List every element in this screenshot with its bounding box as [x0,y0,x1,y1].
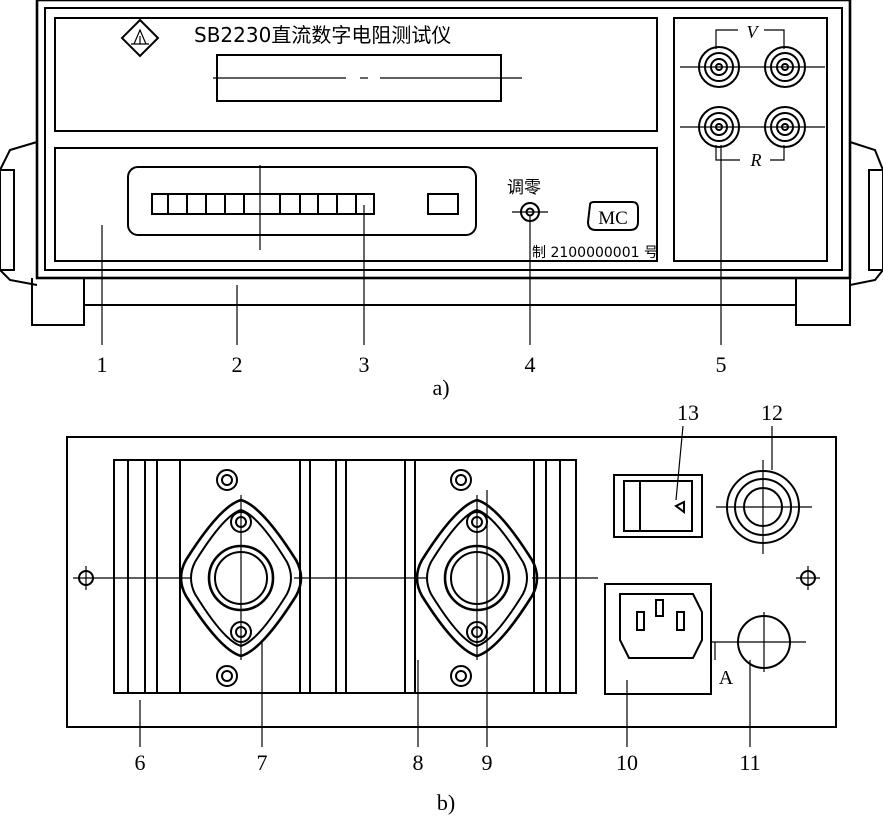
caption-a: a) [432,375,449,400]
instrument-title: SB2230直流数字电阻测试仪 [194,23,451,47]
logo-diamond-icon [120,18,160,58]
voltage-terminal-label: V [747,22,760,42]
left-handle-grip [0,169,15,271]
rocker-switch-frame [613,474,703,538]
callout-8: 8 [413,750,424,775]
callout-3: 3 [359,352,370,377]
left-handle [0,141,38,286]
callout-9: 9 [482,750,493,775]
callout-10: 10 [616,750,638,775]
callout-2: 2 [232,352,243,377]
right-handle-grip [868,169,883,271]
rocker-switch-inner [623,480,693,532]
callout-5: 5 [716,352,727,377]
terminal-panel [673,17,828,262]
range-keys [151,193,375,215]
caption-b: b) [437,790,455,815]
iec-socket [619,593,703,659]
control-panel [54,147,658,262]
socket-pin-right [676,611,685,631]
terminal-r-left [698,106,740,148]
left-foot [31,278,85,326]
logo-mark-icon [131,28,149,45]
right-handle [849,141,883,286]
heat-sink-fins [127,460,561,693]
power-key [427,193,459,215]
right-foot [795,278,851,326]
terminal-r-right [764,106,806,148]
callout-12: 12 [761,400,783,425]
socket-pin-left [636,611,645,631]
front-case-inner [44,7,843,271]
terminal-v-left [698,46,740,88]
power-transistor-right [415,469,539,687]
terminal-v-right [764,46,806,88]
rocker-indicator-icon [674,500,685,514]
display-panel [54,17,658,132]
callout-4: 4 [525,352,536,377]
range-key-strip [151,193,375,215]
front-case-outer [35,0,852,280]
zero-adjust-label: 调零 [507,178,541,198]
leader-13 [675,425,684,501]
power-socket-frame [604,583,712,695]
mc-badge [586,201,639,231]
fuse-holder [716,460,812,554]
keypad-housing [127,166,477,236]
rear-view: A 6 7 8 9 10 11 12 13 b) [66,400,837,815]
callout-7: 7 [257,750,268,775]
callout-13: 13 [677,400,699,425]
mc-badge-text: MC [598,208,628,229]
resistance-terminal-label: R [750,150,762,170]
power-transistor-left [179,469,303,687]
callout-1: 1 [97,352,108,377]
front-view: SB2230直流数字电阻测试仪 调零 [0,0,883,400]
socket-pin-earth [655,599,664,617]
callout-11: 11 [739,750,760,775]
serial-number: 制 2100000001 号 [532,245,658,261]
callout-6: 6 [135,750,146,775]
rear-panel [66,436,837,728]
ground-marker-letter: A [719,667,734,689]
